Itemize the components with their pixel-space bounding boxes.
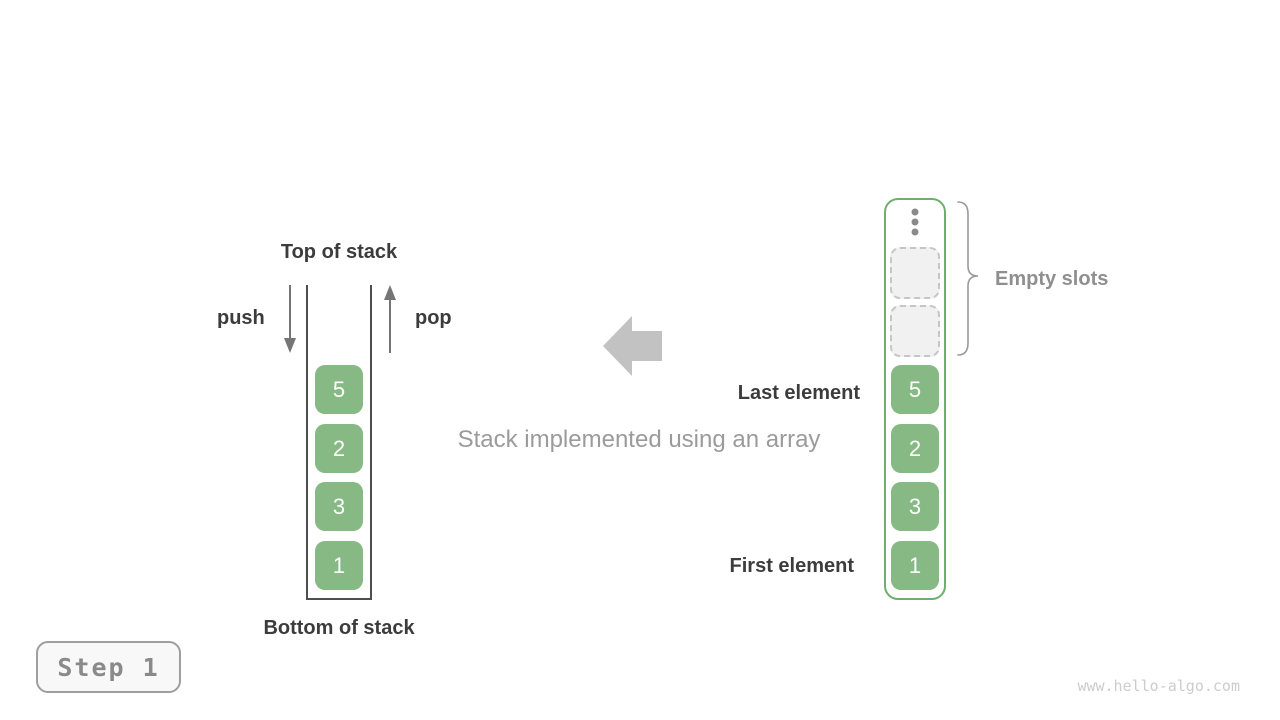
stack-block: 3 xyxy=(315,482,363,531)
array-block: 1 xyxy=(891,541,939,590)
array-block: 2 xyxy=(891,424,939,473)
empty-slot xyxy=(890,305,940,357)
watermark: www.hello-algo.com xyxy=(1077,677,1240,695)
pop-label: pop xyxy=(415,307,452,329)
push-down-arrow-icon xyxy=(284,285,296,353)
bottom-of-stack-label: Bottom of stack xyxy=(263,617,415,639)
array-block: 5 xyxy=(891,365,939,414)
first-element-label: First element xyxy=(729,555,854,577)
array-block: 3 xyxy=(891,482,939,531)
pop-up-arrow-icon xyxy=(384,285,396,353)
empty-slot xyxy=(890,247,940,299)
vertical-dots-icon xyxy=(911,208,919,236)
step-badge: Step 1 xyxy=(36,641,181,693)
left-arrow-icon xyxy=(603,316,662,376)
caption: Stack implemented using an array xyxy=(457,426,821,453)
stack-block: 1 xyxy=(315,541,363,590)
empty-slots-label: Empty slots xyxy=(995,268,1109,290)
push-label: push xyxy=(217,307,265,329)
last-element-label: Last element xyxy=(737,382,860,404)
stack-block: 5 xyxy=(315,365,363,414)
curly-brace-icon xyxy=(957,201,979,356)
stack-block: 2 xyxy=(315,424,363,473)
top-of-stack-label: Top of stack xyxy=(280,241,398,263)
